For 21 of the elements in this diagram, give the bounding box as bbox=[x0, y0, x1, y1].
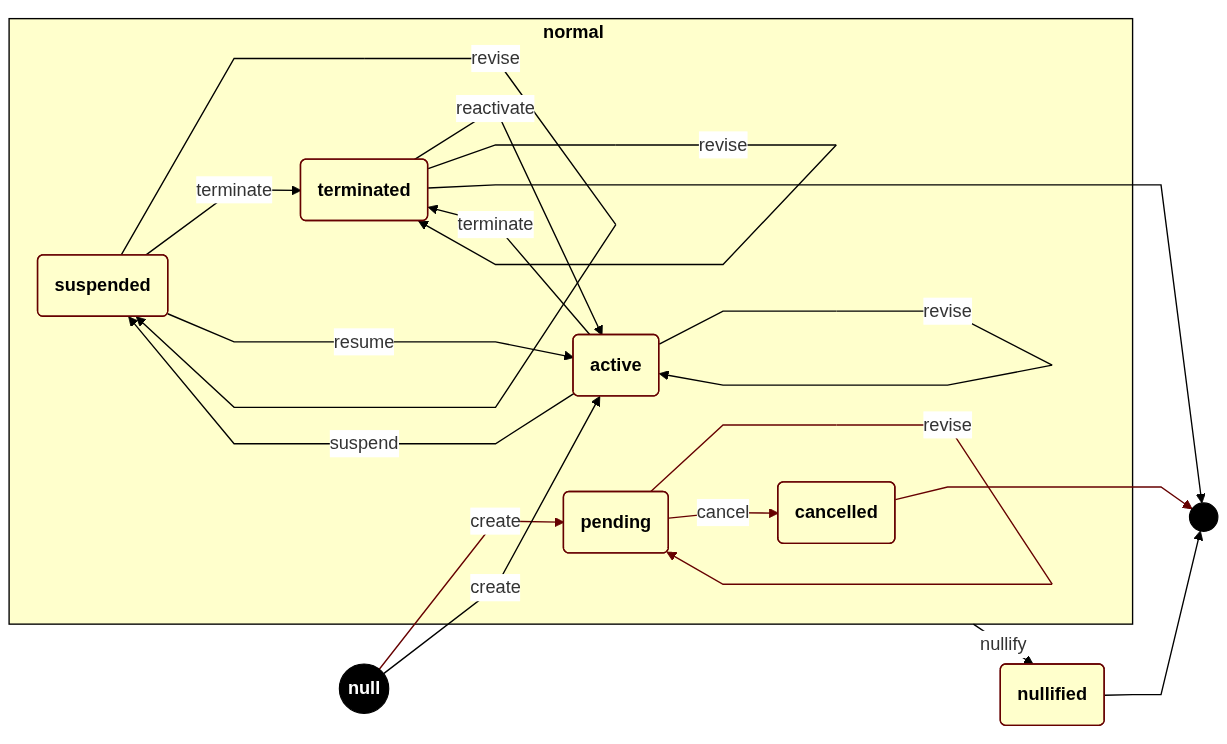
edge-label: suspend bbox=[329, 433, 399, 453]
edge-label: reactivate bbox=[456, 98, 535, 118]
node-circle bbox=[1188, 502, 1219, 532]
arrow bbox=[382, 396, 601, 675]
edge-label: terminate bbox=[196, 179, 273, 199]
edge-label: revise bbox=[923, 414, 972, 435]
arrow bbox=[128, 316, 575, 445]
arrow bbox=[894, 486, 1193, 510]
edge-label: revise bbox=[471, 48, 520, 68]
edge-label: nullify bbox=[980, 634, 1027, 654]
arrow bbox=[427, 204, 591, 336]
edge-label: create bbox=[470, 510, 521, 531]
arrow bbox=[427, 184, 1206, 504]
node-circle: null bbox=[338, 663, 390, 714]
edge-label: terminate bbox=[457, 214, 534, 234]
edge-label: revise bbox=[698, 134, 748, 155]
edge-label: resume bbox=[333, 331, 395, 351]
arrow bbox=[1104, 530, 1204, 696]
edge-label: revise bbox=[923, 300, 972, 321]
edge-label: create bbox=[470, 577, 521, 597]
edge-label: cancel bbox=[696, 502, 750, 522]
